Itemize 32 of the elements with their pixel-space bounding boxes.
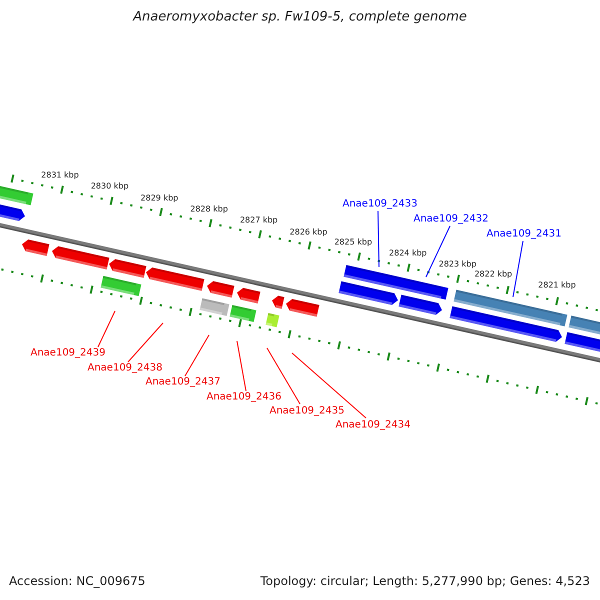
diagram-title: Anaeromyxobacter sp. Fw109-5, complete genome [133, 10, 467, 26]
scale-label: 2827 kbp [240, 216, 278, 225]
gene-label: Anae109_2431 [486, 228, 562, 240]
gene-label: Anae109_2439 [30, 347, 106, 359]
scale-label: 2826 kbp [290, 226, 328, 236]
scale-label: 2825 kbp [334, 238, 372, 247]
gene-label: Anae109_2434 [336, 419, 410, 431]
scale-label: 2822 kbp [474, 270, 512, 279]
leader-line [184, 334, 210, 376]
gene-label: Anae109_2432 [414, 213, 488, 225]
genome-stats-text: Topology: circular; Length: 5,277,990 bp; Genes: 4,523 [260, 575, 590, 589]
gene-label: Anae109_2435 [270, 405, 344, 417]
leader-line [512, 240, 524, 298]
scale-label: 2823 kbp [438, 259, 476, 268]
leader-line [236, 340, 246, 392]
scale-label: 2830 kbp [90, 182, 129, 191]
leader-line [98, 310, 116, 348]
gene-label: Anae109_2436 [206, 391, 282, 403]
scale-label: 2828 kbp [190, 204, 228, 214]
leader-line [266, 348, 300, 404]
gene-label: Anae109_2433 [342, 198, 418, 210]
leader-line [128, 322, 164, 362]
gene-label: Anae109_2437 [146, 376, 220, 388]
scale-label: 2831 kbp [41, 170, 79, 180]
scale-label: 2829 kbp [140, 193, 178, 202]
leader-line [292, 352, 366, 418]
scale-label: 2821 kbp [538, 280, 576, 290]
scale-label: 2824 kbp [389, 248, 427, 258]
leader-line [426, 226, 450, 278]
leader-line [378, 210, 380, 268]
gene-label: Anae109_2438 [88, 362, 162, 374]
accession-text: Accession: NC_009675 [9, 575, 146, 589]
